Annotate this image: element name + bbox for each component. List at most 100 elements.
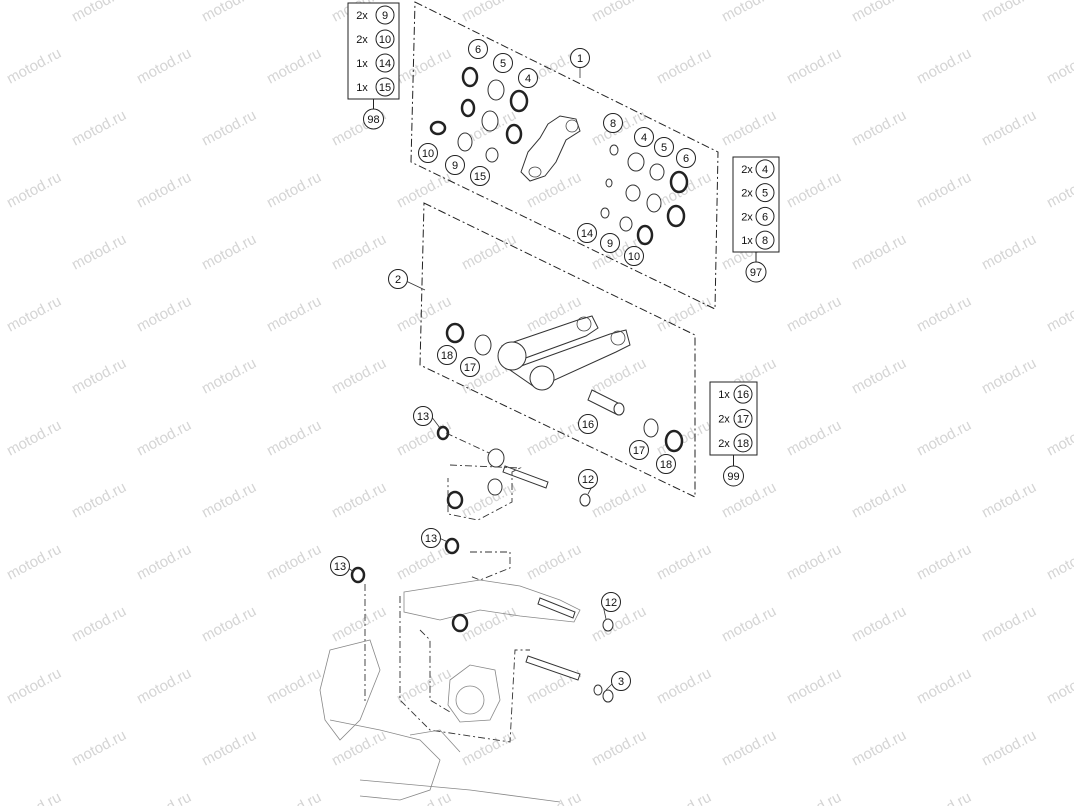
kit-row-qty: 1x <box>718 389 730 401</box>
watermark-text: motod.ru <box>784 789 844 806</box>
kit-number: 99 <box>727 471 739 483</box>
watermark-text: motod.ru <box>589 727 649 770</box>
watermark-text: motod.ru <box>654 665 714 708</box>
kit-number-circle <box>745 261 767 283</box>
kit-row-part-circle <box>755 206 775 226</box>
watermark-text: motod.ru <box>69 479 129 522</box>
watermark-text: motod.ru <box>134 293 194 336</box>
callout-c17a: 17 <box>460 357 480 377</box>
kit-row-part: 6 <box>762 211 768 223</box>
callout-c4a: 4 <box>518 68 538 88</box>
watermark-text: motod.ru <box>264 169 324 212</box>
watermark-text: motod.ru <box>69 355 129 398</box>
watermark-text: motod.ru <box>329 355 389 398</box>
callout-circle <box>421 528 441 548</box>
watermark-text: motod.ru <box>719 727 779 770</box>
watermark-text: motod.ru <box>914 169 974 212</box>
callout-c1: 1 <box>570 48 590 68</box>
watermark-text: motod.ru <box>849 0 909 26</box>
watermark-text: motod.ru <box>264 789 324 806</box>
callout-circle <box>418 143 438 163</box>
callout-c14: 14 <box>577 223 597 243</box>
callout-label: 9 <box>607 238 613 250</box>
watermark-text: motod.ru <box>849 727 909 770</box>
callout-circle <box>578 469 598 489</box>
callout-c6a: 6 <box>468 39 488 59</box>
watermark-text: motod.ru <box>394 45 454 88</box>
callout-circle <box>388 269 408 289</box>
kit-number-circle <box>363 108 384 130</box>
callout-c18b: 18 <box>656 454 676 474</box>
watermark-text: motod.ru <box>719 0 779 26</box>
watermark-text: motod.ru <box>4 665 64 708</box>
kit-row-part: 14 <box>379 58 391 70</box>
watermark-text: motod.ru <box>4 293 64 336</box>
callout-c10a: 10 <box>418 143 438 163</box>
watermark-text: motod.ru <box>914 541 974 584</box>
watermark-text: motod.ru <box>4 45 64 88</box>
watermark-text: motod.ru <box>134 789 194 806</box>
callout-circle <box>611 671 631 691</box>
callout-circle <box>601 592 621 612</box>
watermark-text: motod.ru <box>784 665 844 708</box>
callout-label: 12 <box>605 597 617 609</box>
kit-row-part: 4 <box>762 164 768 176</box>
kit-row-part-circle <box>375 29 395 49</box>
callout-c13c: 13 <box>330 556 350 576</box>
callout-label: 10 <box>422 148 434 160</box>
watermark-text: motod.ru <box>199 603 259 646</box>
callout-label: 4 <box>525 73 531 85</box>
callout-label: 13 <box>417 411 429 423</box>
kit-frame-1 <box>410 1 719 310</box>
kit-row-qty: 1x <box>356 82 368 94</box>
callout-label: 16 <box>582 419 594 431</box>
callout-circle <box>634 127 654 147</box>
kit-row-part: 17 <box>737 414 749 426</box>
watermark-text: motod.ru <box>69 107 129 150</box>
callout-circle <box>468 39 488 59</box>
watermark-text: motod.ru <box>394 789 454 806</box>
callout-label: 1 <box>577 53 583 65</box>
watermark-text: motod.ru <box>4 541 64 584</box>
watermark-text: motod.ru <box>849 479 909 522</box>
watermark-text: motod.ru <box>719 107 779 150</box>
callout-c17b: 17 <box>629 440 649 460</box>
watermark-text: motod.ru <box>329 603 389 646</box>
watermark-text: motod.ru <box>979 479 1039 522</box>
callout-c5b: 5 <box>654 137 674 157</box>
callout-circle <box>445 155 465 175</box>
callout-circle <box>570 48 590 68</box>
watermark-text: motod.ru <box>654 789 714 806</box>
callout-label: 10 <box>628 251 640 263</box>
kit-row-qty: 1x <box>356 58 368 70</box>
watermark-text: motod.ru <box>1044 417 1074 460</box>
watermark-text: motod.ru <box>134 169 194 212</box>
watermark-text: motod.ru <box>784 45 844 88</box>
watermark-text: motod.ru <box>654 541 714 584</box>
callout-c3: 3 <box>611 671 631 691</box>
callout-c15: 15 <box>470 166 490 186</box>
watermark-text: motod.ru <box>199 0 259 26</box>
kit-row-part-circle <box>755 230 775 250</box>
watermark-text: motod.ru <box>69 603 129 646</box>
watermark-text: motod.ru <box>199 231 259 274</box>
kit-row-qty: 2x <box>356 34 368 46</box>
watermark-text: motod.ru <box>979 107 1039 150</box>
kit-row-qty: 2x <box>741 188 753 200</box>
watermark-text: motod.ru <box>654 45 714 88</box>
callout-label: 6 <box>683 153 689 165</box>
watermark-text: motod.ru <box>199 355 259 398</box>
callout-circle <box>493 53 513 73</box>
watermark-text: motod.ru <box>914 293 974 336</box>
watermark-text: motod.ru <box>979 231 1039 274</box>
kit-row-qty: 2x <box>741 164 753 176</box>
kit-row-part-circle <box>755 183 775 203</box>
watermark-text: motod.ru <box>69 231 129 274</box>
watermark-text: motod.ru <box>979 0 1039 26</box>
frame-1-parts <box>429 66 689 246</box>
watermark-text: motod.ru <box>199 107 259 150</box>
